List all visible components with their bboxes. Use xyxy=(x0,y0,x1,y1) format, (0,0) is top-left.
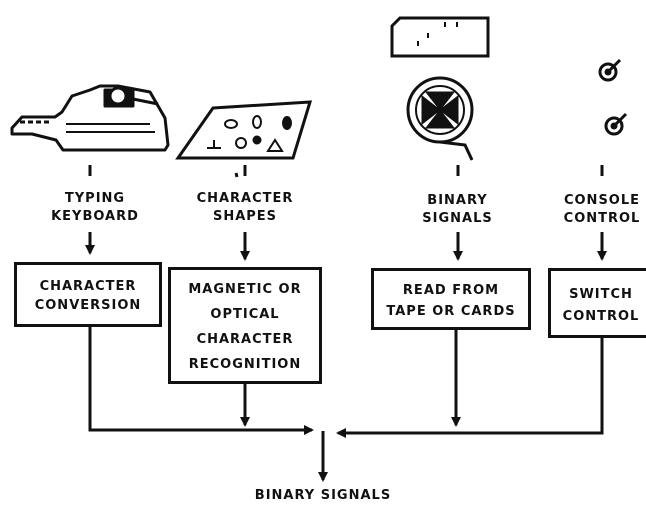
label-binary-signals-input: BINARY SIGNALS xyxy=(422,193,493,226)
bus-connectors xyxy=(88,327,604,482)
box-text: CHARACTER xyxy=(196,332,294,347)
box-text: OPTICAL xyxy=(210,307,280,322)
character-shapes-card-icon xyxy=(175,100,313,160)
box-switch-control: SWITCH CONTROL xyxy=(548,268,646,338)
box-text: TAPE OR CARDS xyxy=(386,304,516,319)
box-text: CONTROL xyxy=(562,309,640,324)
label-box-arrows xyxy=(85,232,607,261)
box-text: SWITCH xyxy=(569,287,633,302)
label-binary-signals-output: BINARY SIGNALS xyxy=(254,488,392,503)
box-text: MAGNETIC OR xyxy=(188,282,302,297)
label-character-shapes: CHARACTER SHAPES xyxy=(196,191,294,224)
box-text: CONVERSION xyxy=(34,298,142,313)
label-typing-keyboard: TYPING KEYBOARD xyxy=(51,191,139,224)
tape-reel-icon xyxy=(406,76,474,161)
box-read-tape: READ FROM TAPE OR CARDS xyxy=(371,268,531,330)
typewriter-icon xyxy=(10,84,170,152)
box-text: RECOGNITION xyxy=(188,357,302,372)
punched-card-icon xyxy=(390,16,490,58)
box-character-conversion: CHARACTER CONVERSION xyxy=(14,262,162,327)
box-text: CHARACTER xyxy=(39,279,137,294)
icon-label-connectors xyxy=(88,165,604,178)
box-recognition: MAGNETIC OR OPTICAL CHARACTER RECOGNITIO… xyxy=(168,267,322,384)
label-console-control: CONSOLE CONTROL xyxy=(563,193,641,226)
console-switch-icon xyxy=(598,58,628,136)
box-text: READ FROM xyxy=(402,283,500,298)
